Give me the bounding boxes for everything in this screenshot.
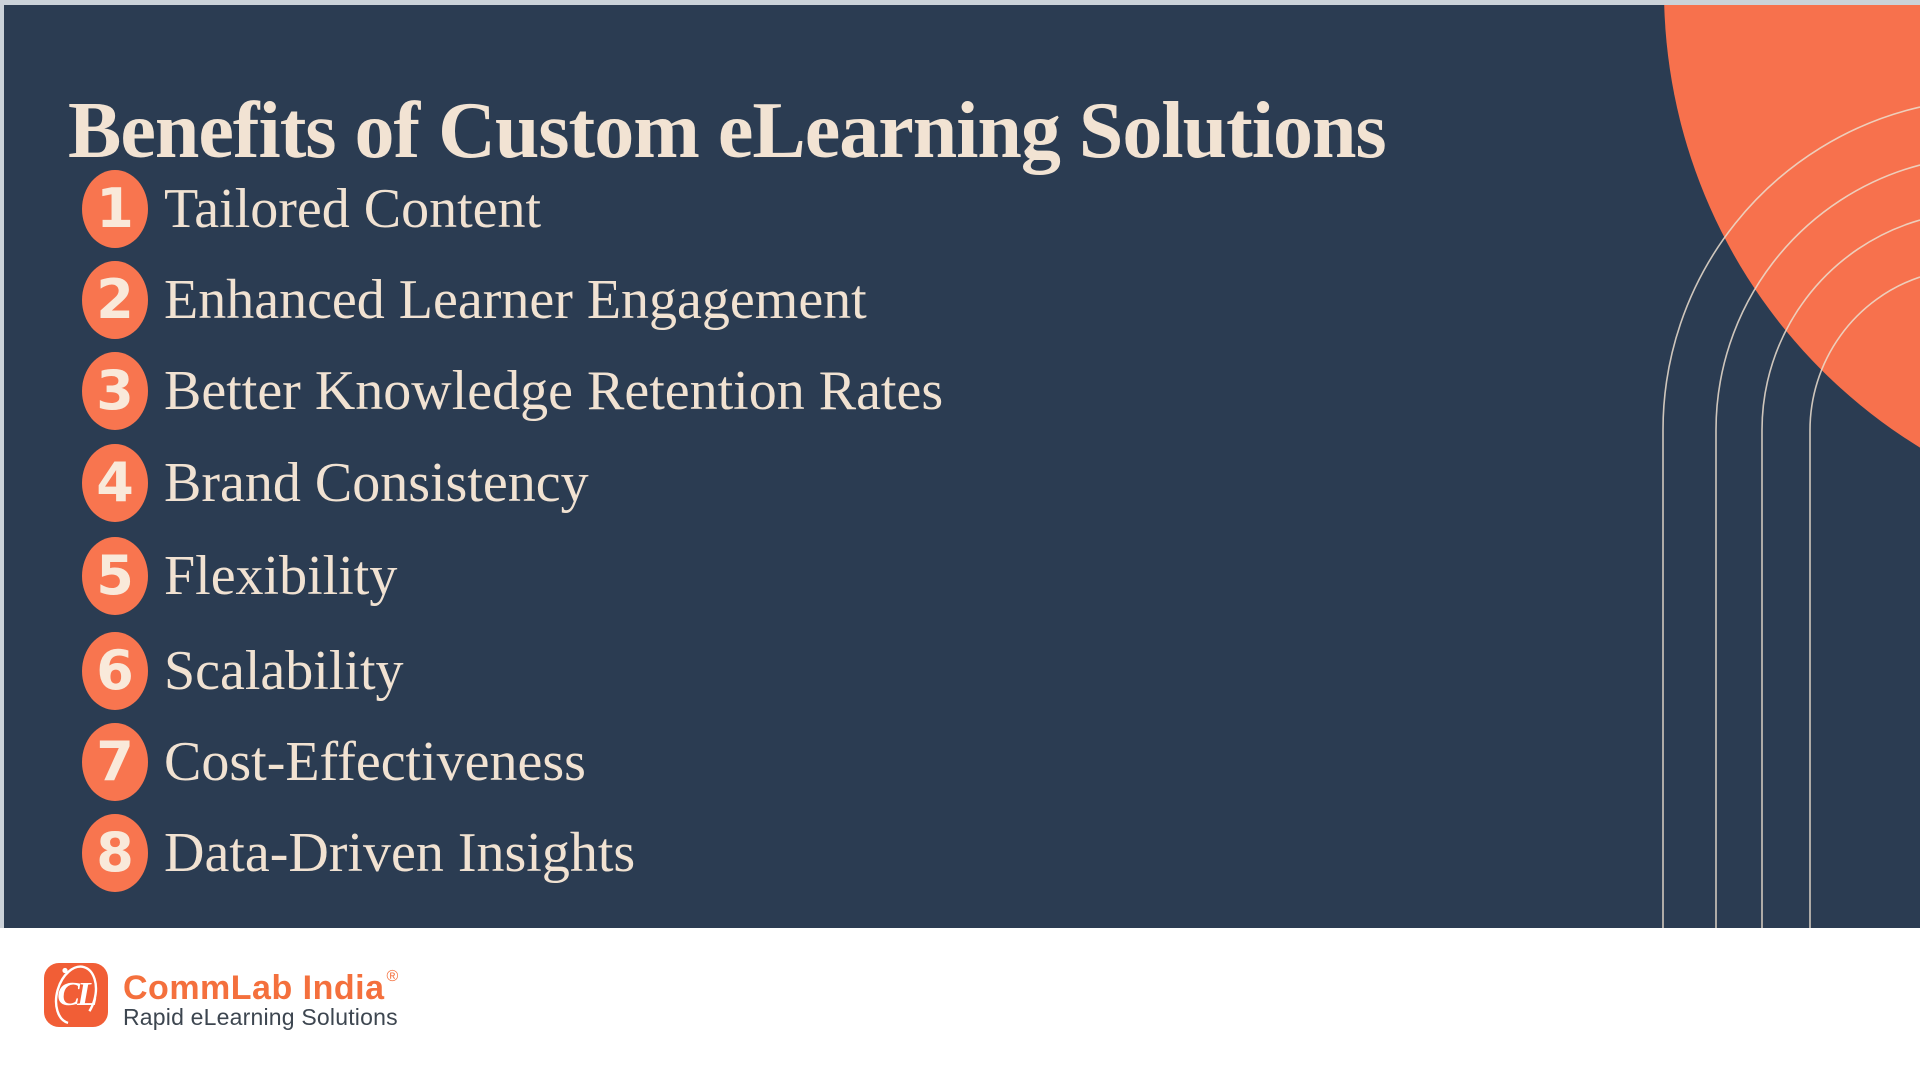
- benefit-number-badge: 6: [82, 632, 148, 710]
- concentric-line-2: [1715, 164, 1920, 928]
- benefit-number-badge: 5: [82, 537, 148, 615]
- corner-circle-decoration: [1664, 5, 1920, 448]
- brand-wordmark: CommLab India®: [123, 968, 398, 1008]
- benefit-number-badge: 1: [82, 170, 148, 248]
- benefit-number: 5: [96, 544, 134, 607]
- benefit-label: Flexibility: [164, 545, 398, 607]
- commlab-logo-icon: CL: [44, 963, 108, 1027]
- benefit-item: 5 Flexibility: [82, 537, 397, 615]
- benefit-number-badge: 2: [82, 261, 148, 339]
- benefit-label: Brand Consistency: [164, 452, 589, 514]
- slide-title: Benefits of Custom eLearning Solutions: [68, 86, 1387, 175]
- benefit-number: 1: [96, 177, 134, 240]
- benefit-number: 2: [96, 268, 134, 331]
- benefit-item: 8 Data-Driven Insights: [82, 814, 635, 892]
- benefit-number: 8: [96, 821, 134, 884]
- benefit-number: 3: [96, 359, 134, 422]
- footer-bar: CL CommLab India® Rapid eLearning Soluti…: [0, 928, 1920, 1080]
- benefit-number-badge: 3: [82, 352, 148, 430]
- brand-name: CommLab India: [123, 969, 385, 1007]
- concentric-line-3: [1761, 219, 1920, 928]
- benefit-item: 2 Enhanced Learner Engagement: [82, 261, 867, 339]
- concentric-line-1: [1662, 106, 1920, 928]
- benefit-label: Cost-Effectiveness: [164, 731, 586, 793]
- concentric-line-4: [1809, 276, 1920, 928]
- benefit-item: 6 Scalability: [82, 632, 404, 710]
- registered-trademark-icon: ®: [386, 968, 399, 985]
- benefit-label: Enhanced Learner Engagement: [164, 269, 867, 331]
- benefit-label: Tailored Content: [164, 178, 542, 240]
- benefit-number: 6: [96, 639, 134, 702]
- benefit-item: 3 Better Knowledge Retention Rates: [82, 352, 943, 430]
- benefit-item: 7 Cost-Effectiveness: [82, 723, 586, 801]
- benefit-item: 4 Brand Consistency: [82, 444, 589, 522]
- benefit-label: Better Knowledge Retention Rates: [164, 360, 944, 422]
- benefit-label: Scalability: [164, 640, 404, 702]
- slide-panel: Benefits of Custom eLearning Solutions 1…: [0, 0, 1920, 928]
- logo-orbit-dot: [62, 967, 68, 974]
- benefit-number: 7: [96, 730, 134, 793]
- benefit-number-badge: 4: [82, 444, 148, 522]
- logo-orbit-ring: [54, 965, 98, 1025]
- benefit-label: Data-Driven Insights: [164, 822, 636, 884]
- benefit-number-badge: 8: [82, 814, 148, 892]
- benefit-number-badge: 7: [82, 723, 148, 801]
- benefit-item: 1 Tailored Content: [82, 170, 541, 248]
- benefit-number: 4: [96, 451, 134, 514]
- brand-tagline: Rapid eLearning Solutions: [123, 1004, 398, 1030]
